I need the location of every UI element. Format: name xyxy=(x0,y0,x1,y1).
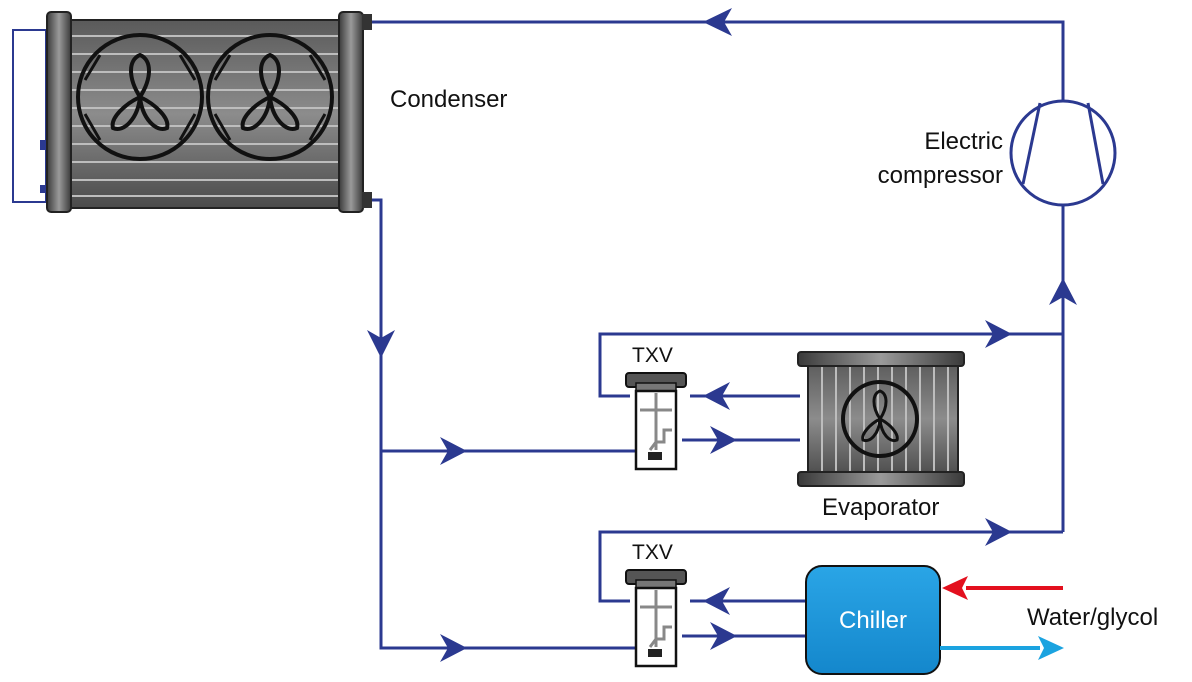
pipe-upper-suction xyxy=(598,332,1063,398)
arrow-top-left xyxy=(703,8,732,36)
evaporator-fan-coil-icon xyxy=(797,351,965,487)
refrigerant-pipes xyxy=(362,20,1065,650)
condenser-fan-right-icon xyxy=(206,33,334,161)
arrow-up-compressor xyxy=(1049,278,1077,305)
compressor-symbol-icon xyxy=(1009,99,1117,207)
arrow-lower-suction xyxy=(985,518,1012,546)
water-glycol-lines xyxy=(940,576,1064,660)
chiller-label: Chiller xyxy=(838,607,907,634)
chiller-box-icon xyxy=(805,565,941,675)
water-inlet-arrow xyxy=(942,576,968,600)
arrow-from-chiller xyxy=(703,587,730,615)
water-glycol-label: Water/glycol xyxy=(1027,604,1159,631)
flow-arrows xyxy=(367,8,1077,662)
expansion-valve-icon xyxy=(625,372,687,471)
arrow-to-evaporator xyxy=(710,426,737,454)
evaporator-label: Evaporator xyxy=(822,494,940,521)
expansion-valve-icon xyxy=(625,569,687,668)
condenser-label: Condenser xyxy=(390,86,508,113)
arrow-upper-suction xyxy=(985,320,1012,348)
pipe-lower-suction xyxy=(598,530,1063,603)
arrow-from-evaporator xyxy=(703,382,730,410)
condenser-fan-coil-icon xyxy=(12,11,372,213)
pipe-condenser-to-compressor xyxy=(362,20,1065,100)
compressor-label-line1: Electric xyxy=(924,128,1003,155)
arrow-branch-lower xyxy=(440,634,467,662)
water-outlet-arrow xyxy=(1038,636,1064,660)
txv-upper-label: TXV xyxy=(632,344,673,367)
arrow-to-chiller xyxy=(710,622,737,650)
evaporator-fan-icon xyxy=(841,380,919,458)
compressor-label-line2: compressor xyxy=(877,162,1003,189)
txv-lower-label: TXV xyxy=(632,541,673,564)
arrow-branch-upper xyxy=(440,437,467,465)
arrow-down-liquid xyxy=(367,330,395,358)
pipe-liquid-line xyxy=(362,198,635,650)
condenser-fan-left-icon xyxy=(76,33,204,161)
